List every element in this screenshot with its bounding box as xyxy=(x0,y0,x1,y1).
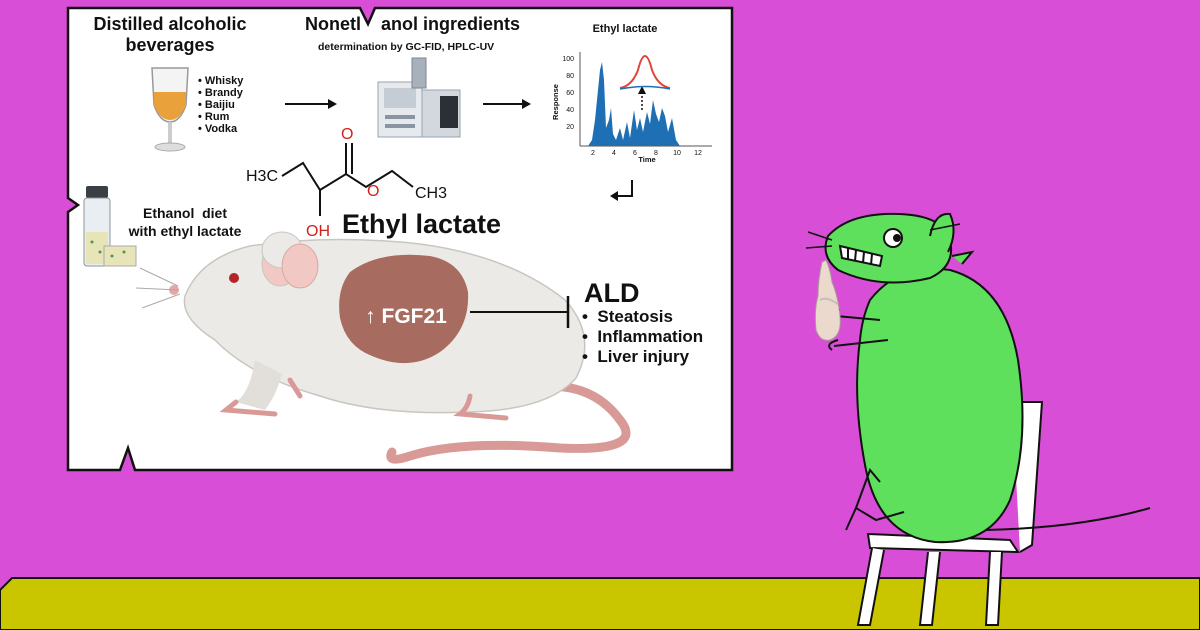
beverages-title-line1: Distilled alcoholic xyxy=(93,14,246,34)
chromatogram-title: Ethyl lactate xyxy=(593,23,658,35)
chromatogram-xtick: 12 xyxy=(694,150,702,157)
cartoon-rat xyxy=(805,212,1151,544)
return-arrow-icon xyxy=(610,180,633,201)
ald-item: • Steatosis xyxy=(582,307,673,326)
chromatogram-xtick: 10 xyxy=(673,150,681,157)
peak-zoom xyxy=(619,55,671,89)
h3c-label: H3C xyxy=(246,168,278,185)
chromatogram-ytick: 100 xyxy=(562,56,574,63)
arrow-right-icon xyxy=(285,99,337,109)
floor xyxy=(0,577,1200,630)
chromatogram: Ethyl lactate Response 100 80 60 40 20 2… xyxy=(551,23,712,164)
chromatogram-trace xyxy=(588,62,680,146)
chromatogram-ytick: 20 xyxy=(566,124,574,131)
chromatogram-ytick: 80 xyxy=(566,73,574,80)
inhibition-icon xyxy=(470,296,570,328)
ald-item: • Inflammation xyxy=(582,327,703,346)
beverage-item: • Whisky xyxy=(198,75,244,87)
chromatogram-xtick: 2 xyxy=(591,150,595,157)
beverage-item: • Baijiu xyxy=(198,99,235,111)
chair xyxy=(856,401,1044,626)
beverages-section: Distilled alcoholic beverages • Whisky •… xyxy=(93,14,247,152)
chromatogram-xlabel: Time xyxy=(638,155,655,164)
vial-icon xyxy=(83,186,137,267)
chromatogram-xtick: 8 xyxy=(654,150,658,157)
ald-item: • Liver injury xyxy=(582,347,690,366)
wine-glass-icon xyxy=(151,67,189,152)
arrow-right-icon xyxy=(483,99,531,109)
chromatogram-xtick: 4 xyxy=(612,150,616,157)
glass-bottle-icon xyxy=(814,259,841,341)
analysis-title: Nonetl anol ingredients xyxy=(305,14,520,34)
ester-o-label: O xyxy=(367,183,379,200)
fgf21-label: ↑ FGF21 xyxy=(365,305,447,328)
molecule-name: Ethyl lactate xyxy=(342,209,501,239)
hydroxyl-label: OH xyxy=(306,223,330,240)
liver-shape xyxy=(339,254,469,364)
mouse-illustration xyxy=(135,231,631,464)
analysis-subtitle: determination by GC-FID, HPLC-UV xyxy=(318,41,494,53)
gc-instrument-icon xyxy=(377,57,461,138)
beverage-item: • Rum xyxy=(198,111,230,123)
beverage-item: • Brandy xyxy=(198,87,244,99)
analysis-section: Nonetl anol ingredients determination by… xyxy=(305,14,520,138)
diet-label-line2: with ethyl lactate xyxy=(128,223,242,239)
ethyl-lactate-structure: H3C O O OH CH3 Ethyl lactate xyxy=(246,126,501,240)
chromatogram-ylabel: Response xyxy=(551,84,560,120)
chromatogram-ytick: 60 xyxy=(566,90,574,97)
chromatogram-ytick: 40 xyxy=(566,107,574,114)
ald-section: ALD • Steatosis • Inflammation • Liver i… xyxy=(582,278,703,366)
ch3-label: CH3 xyxy=(415,185,447,202)
beverages-title-line2: beverages xyxy=(125,35,214,55)
beverage-item: • Vodka xyxy=(198,123,238,135)
diet-label-line1: Ethanol diet xyxy=(143,205,227,221)
chromatogram-xtick: 6 xyxy=(633,150,637,157)
ald-title: ALD xyxy=(584,278,640,308)
carbonyl-o-label: O xyxy=(341,126,353,143)
